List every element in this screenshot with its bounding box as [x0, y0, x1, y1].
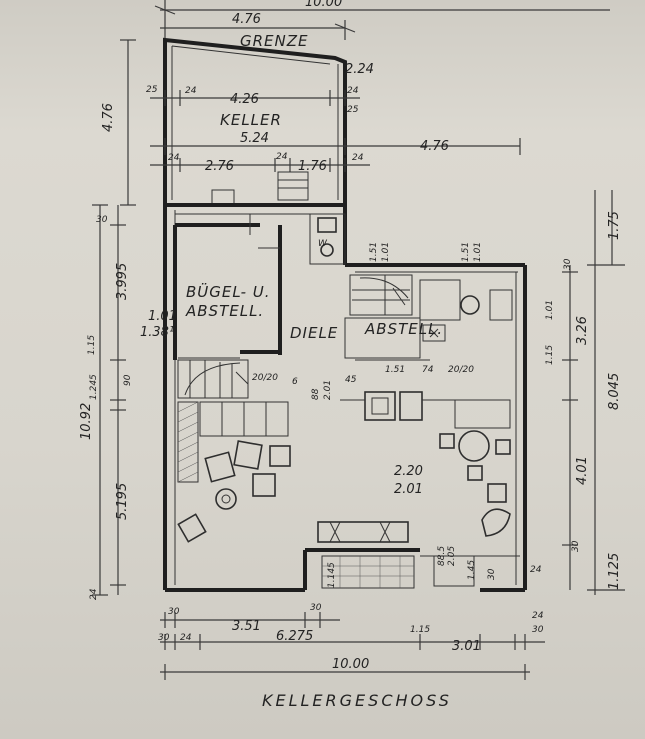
keller-outline	[163, 37, 347, 207]
dim-24b: 24	[347, 86, 359, 96]
dim-b-24b: 24	[532, 611, 544, 621]
dim-b-30c: 30	[532, 625, 544, 635]
dim-426: 4.26	[230, 92, 259, 107]
dim-885: 88.5	[437, 546, 447, 566]
dim-b-30: 30	[168, 607, 180, 617]
dim-right-101: 1.01	[545, 300, 555, 320]
abstell-label: ABSTELL.	[364, 320, 443, 338]
dim-b-301: 3.01	[452, 639, 481, 654]
buegel-room-walls	[173, 214, 282, 360]
utility-upper-right	[419, 279, 513, 342]
buegel-label-1: BÜGEL- U.	[186, 282, 271, 301]
dim-b-6275: 6.275	[276, 629, 313, 644]
dim-176: 1.76	[298, 159, 327, 174]
dim-right-175: 1.75	[607, 211, 622, 240]
dim-b-24c: 24	[530, 565, 542, 575]
dim-left-24: 24	[89, 588, 99, 600]
dim-b-24: 24	[180, 633, 192, 643]
dim-left-5195: 5.195	[115, 483, 130, 520]
bottom-dimension-lines	[160, 612, 545, 680]
dim-201-center: 2.01	[394, 482, 423, 497]
top-dimension-lines	[154, 0, 610, 40]
dim-205: 2.05	[447, 546, 457, 566]
dim-b-1000: 10.00	[332, 657, 369, 672]
dim-30-inner: 30	[487, 568, 497, 580]
keller-dims	[120, 39, 521, 206]
dim-1145: 1.145	[327, 562, 337, 588]
dim-st-151: 1.51	[385, 365, 405, 375]
keller-stair	[211, 171, 309, 205]
dim-top-1000: 10.00	[305, 0, 342, 10]
dim-25b: 25	[347, 105, 359, 115]
dim-right-326: 3.26	[575, 316, 590, 345]
abstell-room	[344, 317, 430, 361]
dim-right-401: 4.01	[575, 456, 590, 485]
dim-101b: 1.01	[473, 242, 483, 262]
dim-138: 1.38¹	[140, 325, 174, 340]
dim-b-115: 1.15	[410, 625, 430, 635]
living-furniture	[177, 440, 291, 543]
dim-top-476: 4.76	[232, 12, 261, 27]
dim-st-45: 45	[345, 375, 357, 385]
dim-b-30b: 30	[310, 603, 322, 613]
dim-24a: 24	[185, 86, 197, 96]
dim-left-30: 30	[96, 215, 108, 225]
sheet-title: KELLERGESCHOSS	[262, 691, 452, 710]
dim-101: 1.01	[148, 309, 177, 324]
dim-right-8045: 8.045	[607, 373, 622, 410]
dim-right-30b: 30	[571, 540, 581, 552]
buegel-label-2: ABSTELL.	[185, 302, 264, 320]
keller-label: KELLER	[220, 111, 282, 129]
dim-b-351: 3.51	[232, 619, 261, 634]
dim-right-1125: 1.125	[607, 553, 622, 590]
right-dimension-lines	[562, 190, 625, 595]
main-walls	[163, 203, 527, 592]
wc-area	[309, 213, 346, 265]
diele-label: DIELE	[290, 324, 338, 342]
dim-224: 2.24	[345, 62, 374, 77]
dim-101a: 1.01	[381, 242, 391, 262]
dim-s20a: 20/20	[252, 373, 278, 383]
dim-b-30d: 30	[158, 633, 170, 643]
dim-left-90: 90	[123, 374, 133, 386]
dim-left-1245: 1.245	[89, 374, 99, 400]
dim-145: 1.45	[467, 560, 477, 580]
dining-furniture	[317, 399, 511, 543]
dim-right-476: 4.76	[420, 139, 449, 154]
dim-left-476: 4.76	[101, 103, 116, 132]
dim-6: 6	[292, 377, 298, 387]
dim-left-3995: 3.995	[115, 263, 130, 300]
dim-left-1092: 10.92	[79, 403, 94, 440]
grenze-label: GRENZE	[240, 32, 309, 50]
left-dimension-lines	[92, 204, 126, 596]
dim-right-115: 1.15	[545, 345, 555, 365]
dim-220: 2.20	[394, 464, 423, 479]
dim-24c: 24	[168, 153, 180, 163]
wc-w-label: W	[318, 239, 328, 249]
dim-right-30: 30	[563, 258, 573, 270]
dim-524: 5.24	[240, 131, 269, 146]
dim-276: 2.76	[205, 159, 234, 174]
dim-s20b: 20/20	[448, 365, 474, 375]
main-stair-upper	[349, 274, 413, 316]
dim-st-74: 74	[422, 365, 434, 375]
wall-hatch	[177, 401, 289, 483]
dim-88: 88	[311, 388, 321, 400]
dim-left-115: 1.15	[87, 335, 97, 355]
dim-24e: 24	[352, 153, 364, 163]
chimney-block	[340, 391, 455, 421]
terrace-hatch	[321, 555, 475, 589]
dim-151b: 1.51	[461, 242, 471, 262]
main-stair-lower	[177, 359, 249, 399]
dim-151a: 1.51	[369, 242, 379, 262]
dim-24d: 24	[276, 152, 288, 162]
dim-25a: 25	[146, 85, 158, 95]
dim-201: 2.01	[323, 380, 333, 400]
